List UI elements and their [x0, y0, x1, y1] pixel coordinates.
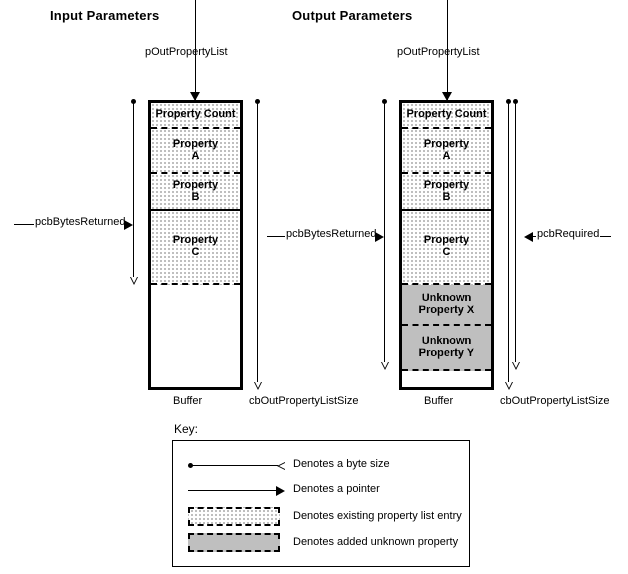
- key-sparse-swatch: [188, 507, 280, 526]
- key-pointer-arrowhead: [276, 486, 285, 496]
- output-segment-unknown-property-y: Unknown Property Y: [402, 326, 491, 371]
- input-buffer: Property Count Property A Property B Pro…: [148, 100, 243, 390]
- input-pcb-bytes-returned-arrowhead: [124, 220, 133, 230]
- pcb-required-measure-line: [515, 101, 516, 366]
- input-segment-property-c: Property C: [151, 211, 240, 285]
- output-buffer: Property Count Property A Property B Pro…: [399, 100, 494, 390]
- key-entry-pointer-text: Denotes a pointer: [293, 483, 380, 495]
- key-entry-added-unknown-text: Denotes added unknown property: [293, 536, 459, 548]
- key-byte-size-start-dot: [188, 463, 193, 468]
- key-dense-swatch: [188, 533, 280, 552]
- output-segment-property-c: Property C: [402, 211, 491, 285]
- input-cb-out-property-list-size-measure-line: [257, 101, 258, 386]
- output-p-out-property-list-label: pOutPropertyList: [397, 46, 480, 58]
- output-pcb-bytes-returned-end-triangle: [381, 362, 389, 370]
- output-pointer-arrowhead: [442, 92, 452, 101]
- output-pcb-bytes-returned-measure-line: [384, 101, 385, 366]
- output-cb-out-property-list-size-measure-line: [508, 101, 509, 386]
- output-parameters-title: Output Parameters: [292, 8, 413, 23]
- input-segment-property-count: Property Count: [151, 103, 240, 129]
- key-title: Key:: [174, 422, 199, 436]
- input-segment-property-b: Property B: [151, 174, 240, 211]
- input-segment-property-a: Property A: [151, 129, 240, 174]
- pcb-required-label: pcbRequired: [536, 228, 601, 240]
- output-cb-out-property-list-size-label: cbOutPropertyListSize: [500, 395, 610, 407]
- output-segment-unknown-property-x: Unknown Property X: [402, 285, 491, 326]
- key-entry-existing-entry-text: Denotes existing property list entry: [293, 510, 462, 522]
- output-segment-property-a: Property A: [402, 129, 491, 174]
- output-pointer-line: [447, 0, 448, 100]
- input-pcb-bytes-returned-measure-line: [133, 101, 134, 281]
- output-segment-property-b: Property B: [402, 174, 491, 211]
- input-cb-out-property-list-size-label: cbOutPropertyListSize: [249, 395, 359, 407]
- input-p-out-property-list-label: pOutPropertyList: [145, 46, 228, 58]
- key-byte-size-end-triangle: [277, 462, 285, 470]
- key-byte-size-line: [191, 465, 278, 466]
- output-buffer-caption: Buffer: [424, 395, 454, 407]
- input-buffer-caption: Buffer: [173, 395, 203, 407]
- input-cb-out-property-list-size-end-triangle: [254, 382, 262, 390]
- output-cb-out-property-list-size-end-triangle: [505, 382, 513, 390]
- input-parameters-title: Input Parameters: [50, 8, 160, 23]
- input-pcb-bytes-returned-label: pcbBytesReturned: [34, 216, 127, 228]
- key-pointer-line: [188, 490, 279, 491]
- key-entry-byte-size-text: Denotes a byte size: [293, 458, 390, 470]
- output-pcb-bytes-returned-label: pcbBytesReturned: [285, 228, 378, 240]
- output-pcb-bytes-returned-arrowhead: [375, 232, 384, 242]
- pcb-required-arrowhead: [524, 232, 533, 242]
- pcb-required-end-triangle: [512, 362, 520, 370]
- input-pcb-bytes-returned-end-triangle: [130, 277, 138, 285]
- input-pointer-arrowhead: [190, 92, 200, 101]
- input-pointer-line: [195, 0, 196, 100]
- output-segment-property-count: Property Count: [402, 103, 491, 129]
